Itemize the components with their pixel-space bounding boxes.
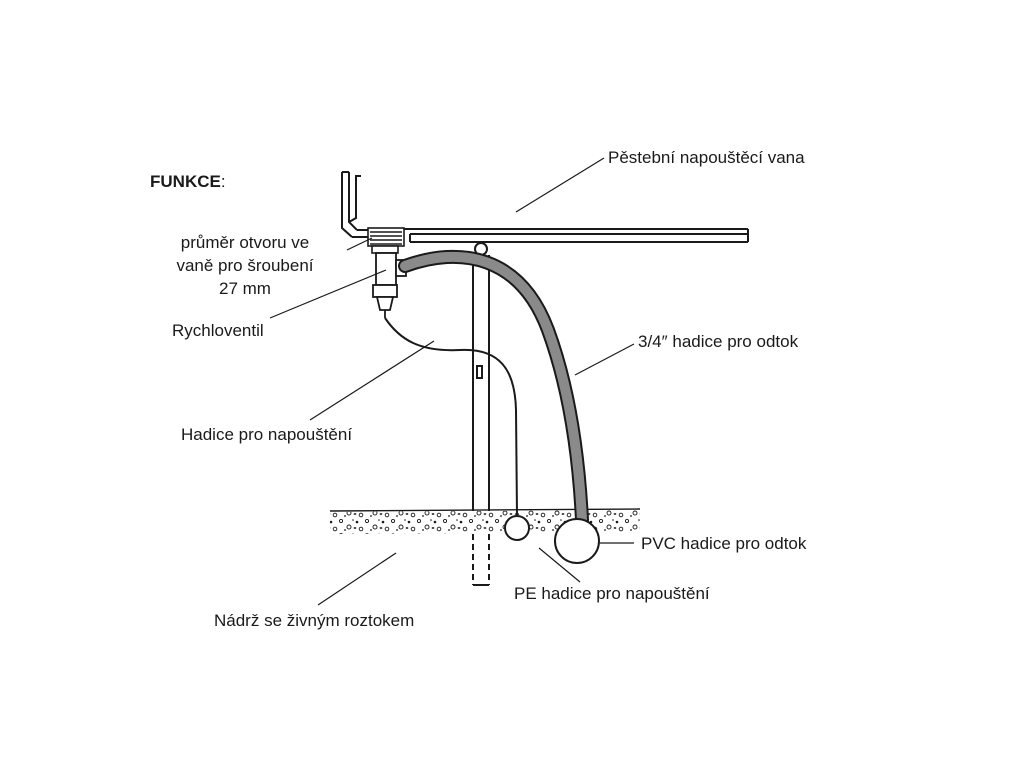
title-bold: FUNKCE [150, 172, 221, 191]
drain-hose [398, 249, 589, 527]
pvc-hose-section [554, 518, 600, 564]
label-pe-hose: PE hadice pro napouštění [514, 584, 710, 603]
label-tank: Pěstební napouštěcí vana [608, 148, 805, 167]
label-hole-line2: vaně pro šroubení [176, 256, 314, 275]
label-reservoir: Nádrž se živným roztokem [214, 611, 415, 630]
label-hole-line1: průměr otvoru ve [180, 233, 310, 252]
label-hole-line3: 27 mm [219, 279, 271, 298]
label-drain-hose: 3/4″ hadice pro odtok [638, 332, 799, 351]
label-valve: Rychloventil [172, 321, 264, 340]
grow-tank [341, 171, 749, 243]
leader-lines [269, 157, 635, 606]
support-post [472, 242, 490, 586]
pe-hose-section [504, 515, 530, 541]
title-suffix: : [220, 172, 226, 191]
fill-hose [384, 317, 518, 516]
diagram-title: FUNKCE: [150, 171, 226, 193]
label-pvc-hose: PVC hadice pro odtok [641, 534, 807, 553]
tank-fitting [367, 227, 405, 254]
label-fill-hose: Hadice pro napouštění [181, 425, 353, 444]
